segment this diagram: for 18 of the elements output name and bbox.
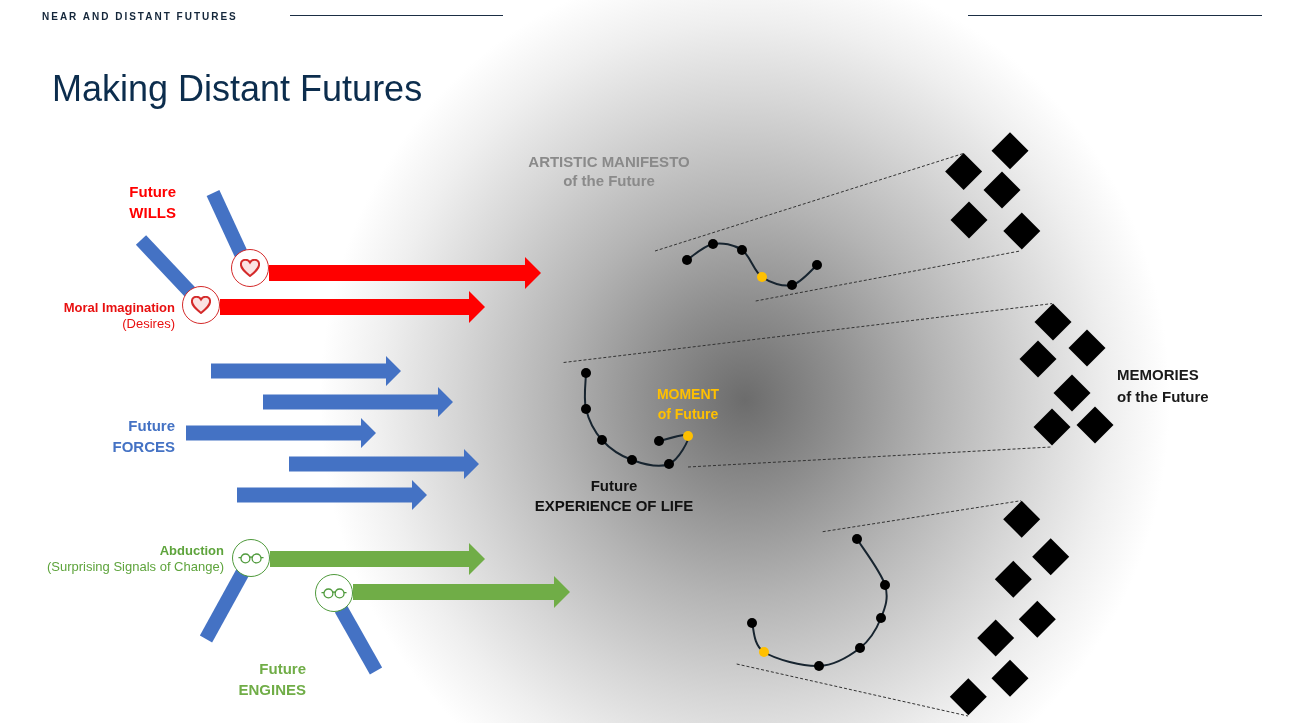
arrow	[220, 291, 485, 323]
section-header: NEAR AND DISTANT FUTURES	[42, 10, 238, 23]
annotation-label: ARTISTIC MANIFESTO of the Future	[528, 152, 690, 190]
arrow	[270, 543, 485, 575]
group-label: Future WILLS	[129, 182, 176, 223]
node-caption: Moral Imagination (Desires)	[63, 300, 175, 333]
group-label: Future FORCES	[112, 415, 175, 457]
icon-circle	[231, 249, 269, 287]
annotation-label: MEMORIES of the Future	[1117, 364, 1209, 407]
arrow	[353, 576, 570, 608]
group-label: Future ENGINES	[238, 658, 306, 700]
icon-circle	[182, 286, 220, 324]
title: Making Distant Futures	[52, 71, 423, 107]
annotation-label: MOMENT of Future	[656, 385, 720, 424]
icon-circle	[232, 539, 270, 577]
annotation-label: Future EXPERIENCE OF LIFE	[534, 476, 694, 516]
arrow	[269, 257, 541, 289]
node-caption: Abduction (Surprising Signals of Change)	[46, 542, 224, 575]
